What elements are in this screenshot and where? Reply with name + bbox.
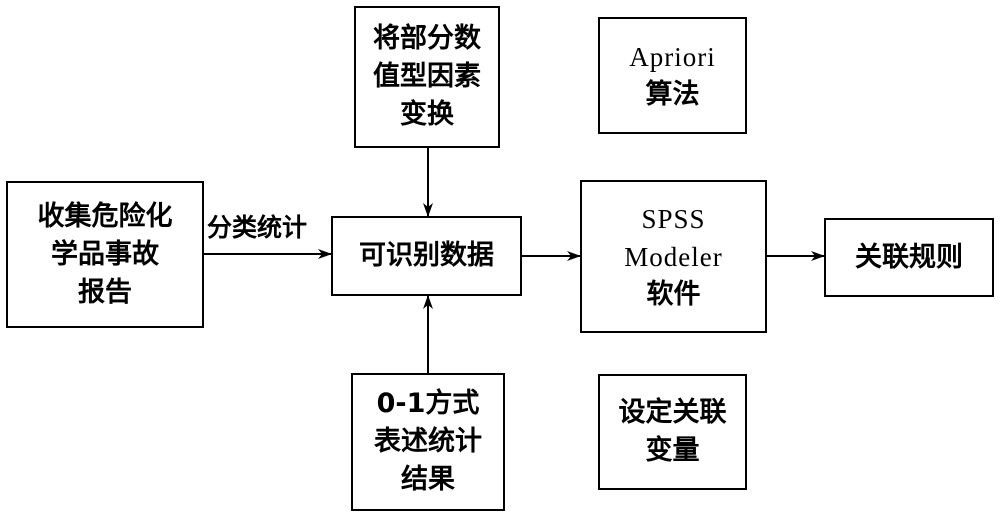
node-spss-line-3: 软件	[646, 278, 701, 310]
node-apriori: Apriori 算法	[598, 17, 747, 134]
node-binary-line-2: 表述统计	[374, 426, 482, 457]
node-transform-line-3: 变换	[400, 99, 454, 130]
edge-label-classification: 分类统计	[207, 213, 308, 242]
node-apriori-line-2: 算法	[645, 78, 700, 110]
node-variables-line-1: 设定关联	[618, 397, 727, 428]
node-spss-modeler: SPSS Modeler 软件	[580, 180, 767, 333]
node-apriori-line-1: Apriori	[629, 41, 716, 72]
node-binary-representation: 0-1方式 表述统计 结果	[351, 373, 505, 511]
node-spss-line-2: Modeler	[624, 241, 723, 272]
node-rules-line-1: 关联规则	[855, 241, 963, 273]
node-transform-line-2: 值型因素	[373, 61, 481, 92]
node-transform-line-1: 将部分数	[373, 23, 481, 54]
node-collect-line-2: 学品事故	[51, 238, 159, 270]
node-recognizable-line-1: 可识别数据	[359, 240, 494, 271]
node-spss-line-1: SPSS	[641, 203, 706, 234]
node-recognizable-data: 可识别数据	[331, 216, 522, 296]
node-association-rules: 关联规则	[824, 218, 994, 297]
node-transform-numeric: 将部分数 值型因素 变换	[354, 6, 500, 148]
node-collect-reports: 收集危险化 学品事故 报告	[6, 181, 204, 328]
node-collect-line-1: 收集危险化	[37, 200, 173, 232]
node-collect-line-3: 报告	[78, 276, 132, 308]
node-variables-line-2: 变量	[645, 435, 700, 466]
node-binary-line-1: 0-1方式	[376, 388, 480, 419]
node-association-variables: 设定关联 变量	[598, 374, 747, 490]
node-binary-line-3: 结果	[401, 464, 455, 495]
